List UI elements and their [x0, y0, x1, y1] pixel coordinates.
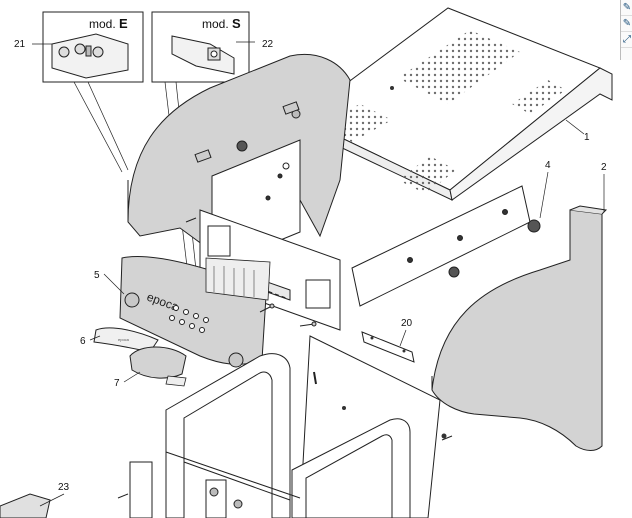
callout-20: 20	[401, 318, 413, 329]
cup-cover	[129, 346, 187, 387]
callout-numbers: 1 2 4 5 6 7 20 21 22 23	[14, 39, 607, 493]
inset-mod-e: mod. E	[42, 11, 144, 83]
callout-1: 1	[584, 132, 590, 143]
callout-7: 7	[114, 378, 120, 389]
callout-4: 4	[545, 160, 551, 171]
lower-frame	[129, 353, 411, 518]
callout-leaders	[32, 41, 605, 507]
callout-2: 2	[601, 162, 607, 173]
mod-e-label: mod. E	[89, 16, 128, 31]
internal-frame	[199, 139, 541, 331]
callout-23: 23	[58, 482, 70, 493]
side-toolbar: ✎ ✎ ⤢	[620, 0, 632, 60]
label-plate-text: epoca	[118, 337, 130, 342]
expand-icon[interactable]: ⤢	[621, 32, 632, 48]
mod-s-label: mod. S	[202, 16, 241, 31]
label-plate: epoca	[93, 327, 159, 353]
front-panel: epoca	[119, 256, 271, 368]
pencil-icon[interactable]: ✎	[621, 16, 632, 32]
pencil-icon[interactable]: ✎	[621, 0, 632, 16]
callout-5: 5	[94, 270, 100, 281]
screws	[117, 217, 453, 499]
small-plate	[361, 331, 415, 363]
part-23	[0, 493, 51, 518]
right-side-panel	[431, 205, 608, 451]
callout-6: 6	[80, 336, 86, 347]
inset-mod-s: mod. S	[151, 11, 250, 83]
callout-22: 22	[262, 39, 274, 50]
back-panel	[299, 335, 447, 518]
exploded-parts-diagram: mod. E mod. S	[0, 7, 613, 518]
callout-21: 21	[14, 39, 26, 50]
